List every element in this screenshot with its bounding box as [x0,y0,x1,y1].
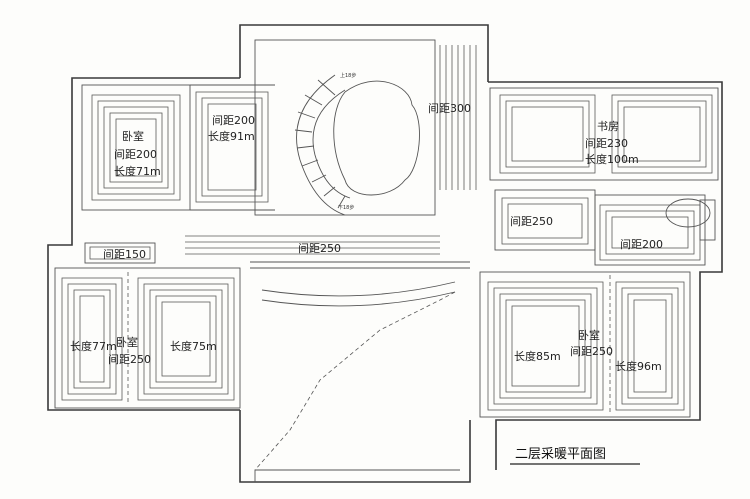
room-nw-spacing: 间距200 [114,148,157,161]
room-se-length-left: 长度85m [514,349,561,363]
room-nw-name: 卧室 [122,129,144,143]
study-name: 书房 [597,120,619,133]
study-spacing: 间距230 [585,137,628,150]
hall-spacing: 间距250 [298,242,341,255]
room-nw-length: 长度71m [114,164,161,178]
east-mid-spacing: 间距250 [510,215,553,228]
room-sw-name: 卧室 [116,335,138,349]
room-sw-length-left: 长度77m [70,339,117,353]
west-strip-spacing: 间距150 [103,248,146,261]
room-labels: 卧室 间距200 长度71m 间距200 长度91m 间距300 书房 间距23… [70,102,663,373]
corridor-top-length: 长度91m [208,129,255,143]
drawing-title-block: 二层采暖平面图 [510,447,640,465]
room-se-length-right: 长度96m [615,359,662,373]
inner-walls [54,39,719,471]
corridor-top-spacing: 间距200 [212,114,255,127]
room-sw-spacing: 间距250 [108,353,151,366]
outer-walls [47,24,723,483]
east-small-spacing: 间距200 [620,238,663,251]
drawing-title: 二层采暖平面图 [515,447,606,462]
room-se-name: 卧室 [578,328,600,342]
stair-side-spacing: 间距300 [428,102,471,115]
room-se-spacing: 间距250 [570,345,613,358]
stair-up-text: 上18步 [340,72,356,79]
spiral-staircase: 上18步 下18步 [294,72,420,216]
stair-down-text: 下18步 [338,205,354,211]
heating-pipes [61,45,716,411]
room-sw-length-right: 长度75m [170,339,217,353]
study-length: 长度100m [585,152,639,166]
